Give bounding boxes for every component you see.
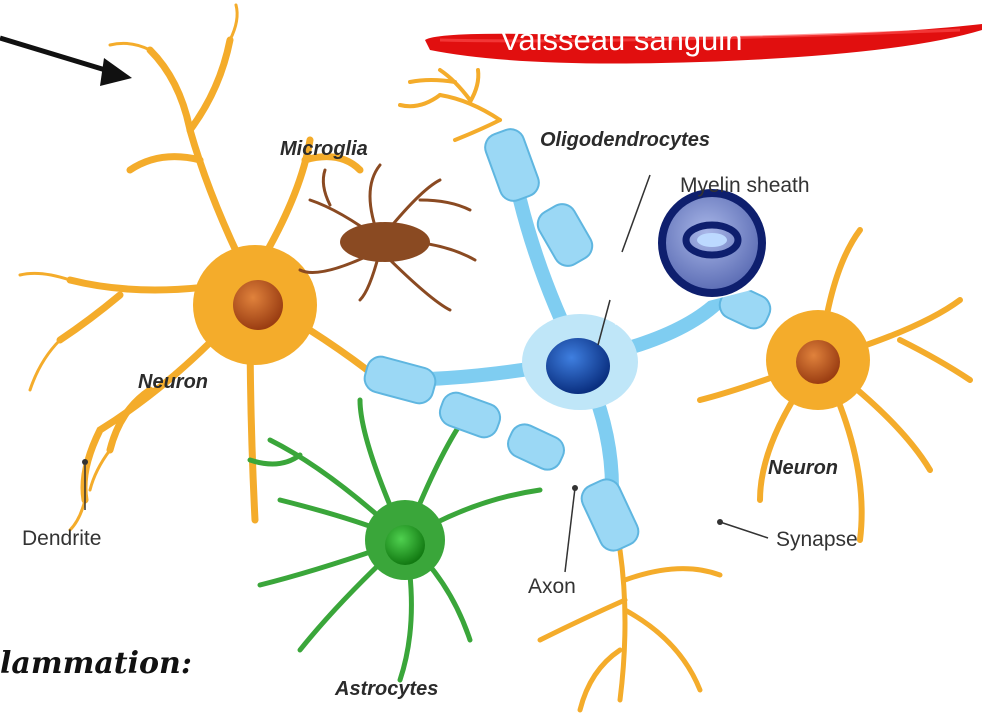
neuron-left-dendrite-tips xyxy=(20,5,237,530)
microglia-body xyxy=(340,222,430,262)
vessel-label: Vaisseau sanguin xyxy=(500,22,742,57)
inflammation-heading: lammation: xyxy=(0,646,192,681)
dendrite-label: Dendrite xyxy=(22,527,101,550)
red-blood-cell-icon xyxy=(662,193,762,293)
bottom-dendrite xyxy=(540,550,720,710)
neuron-left xyxy=(193,245,317,365)
neuron-left-label: Neuron xyxy=(138,371,208,393)
astrocytes-label: Astrocytes xyxy=(334,678,438,700)
axon-label: Axon xyxy=(528,575,576,598)
microglia-label: Microglia xyxy=(280,138,368,160)
synapse-label: Synapse xyxy=(776,528,858,551)
astrocyte xyxy=(365,500,445,580)
neuron-right-label: Neuron xyxy=(768,457,838,479)
neuron-right xyxy=(766,310,870,410)
oligodendrocytes-label: Oligodendrocytes xyxy=(540,129,710,151)
myelin-sheath-label: Myelin sheath xyxy=(680,174,810,197)
top-dendrite xyxy=(400,70,500,140)
oligodendrocyte xyxy=(522,314,638,410)
